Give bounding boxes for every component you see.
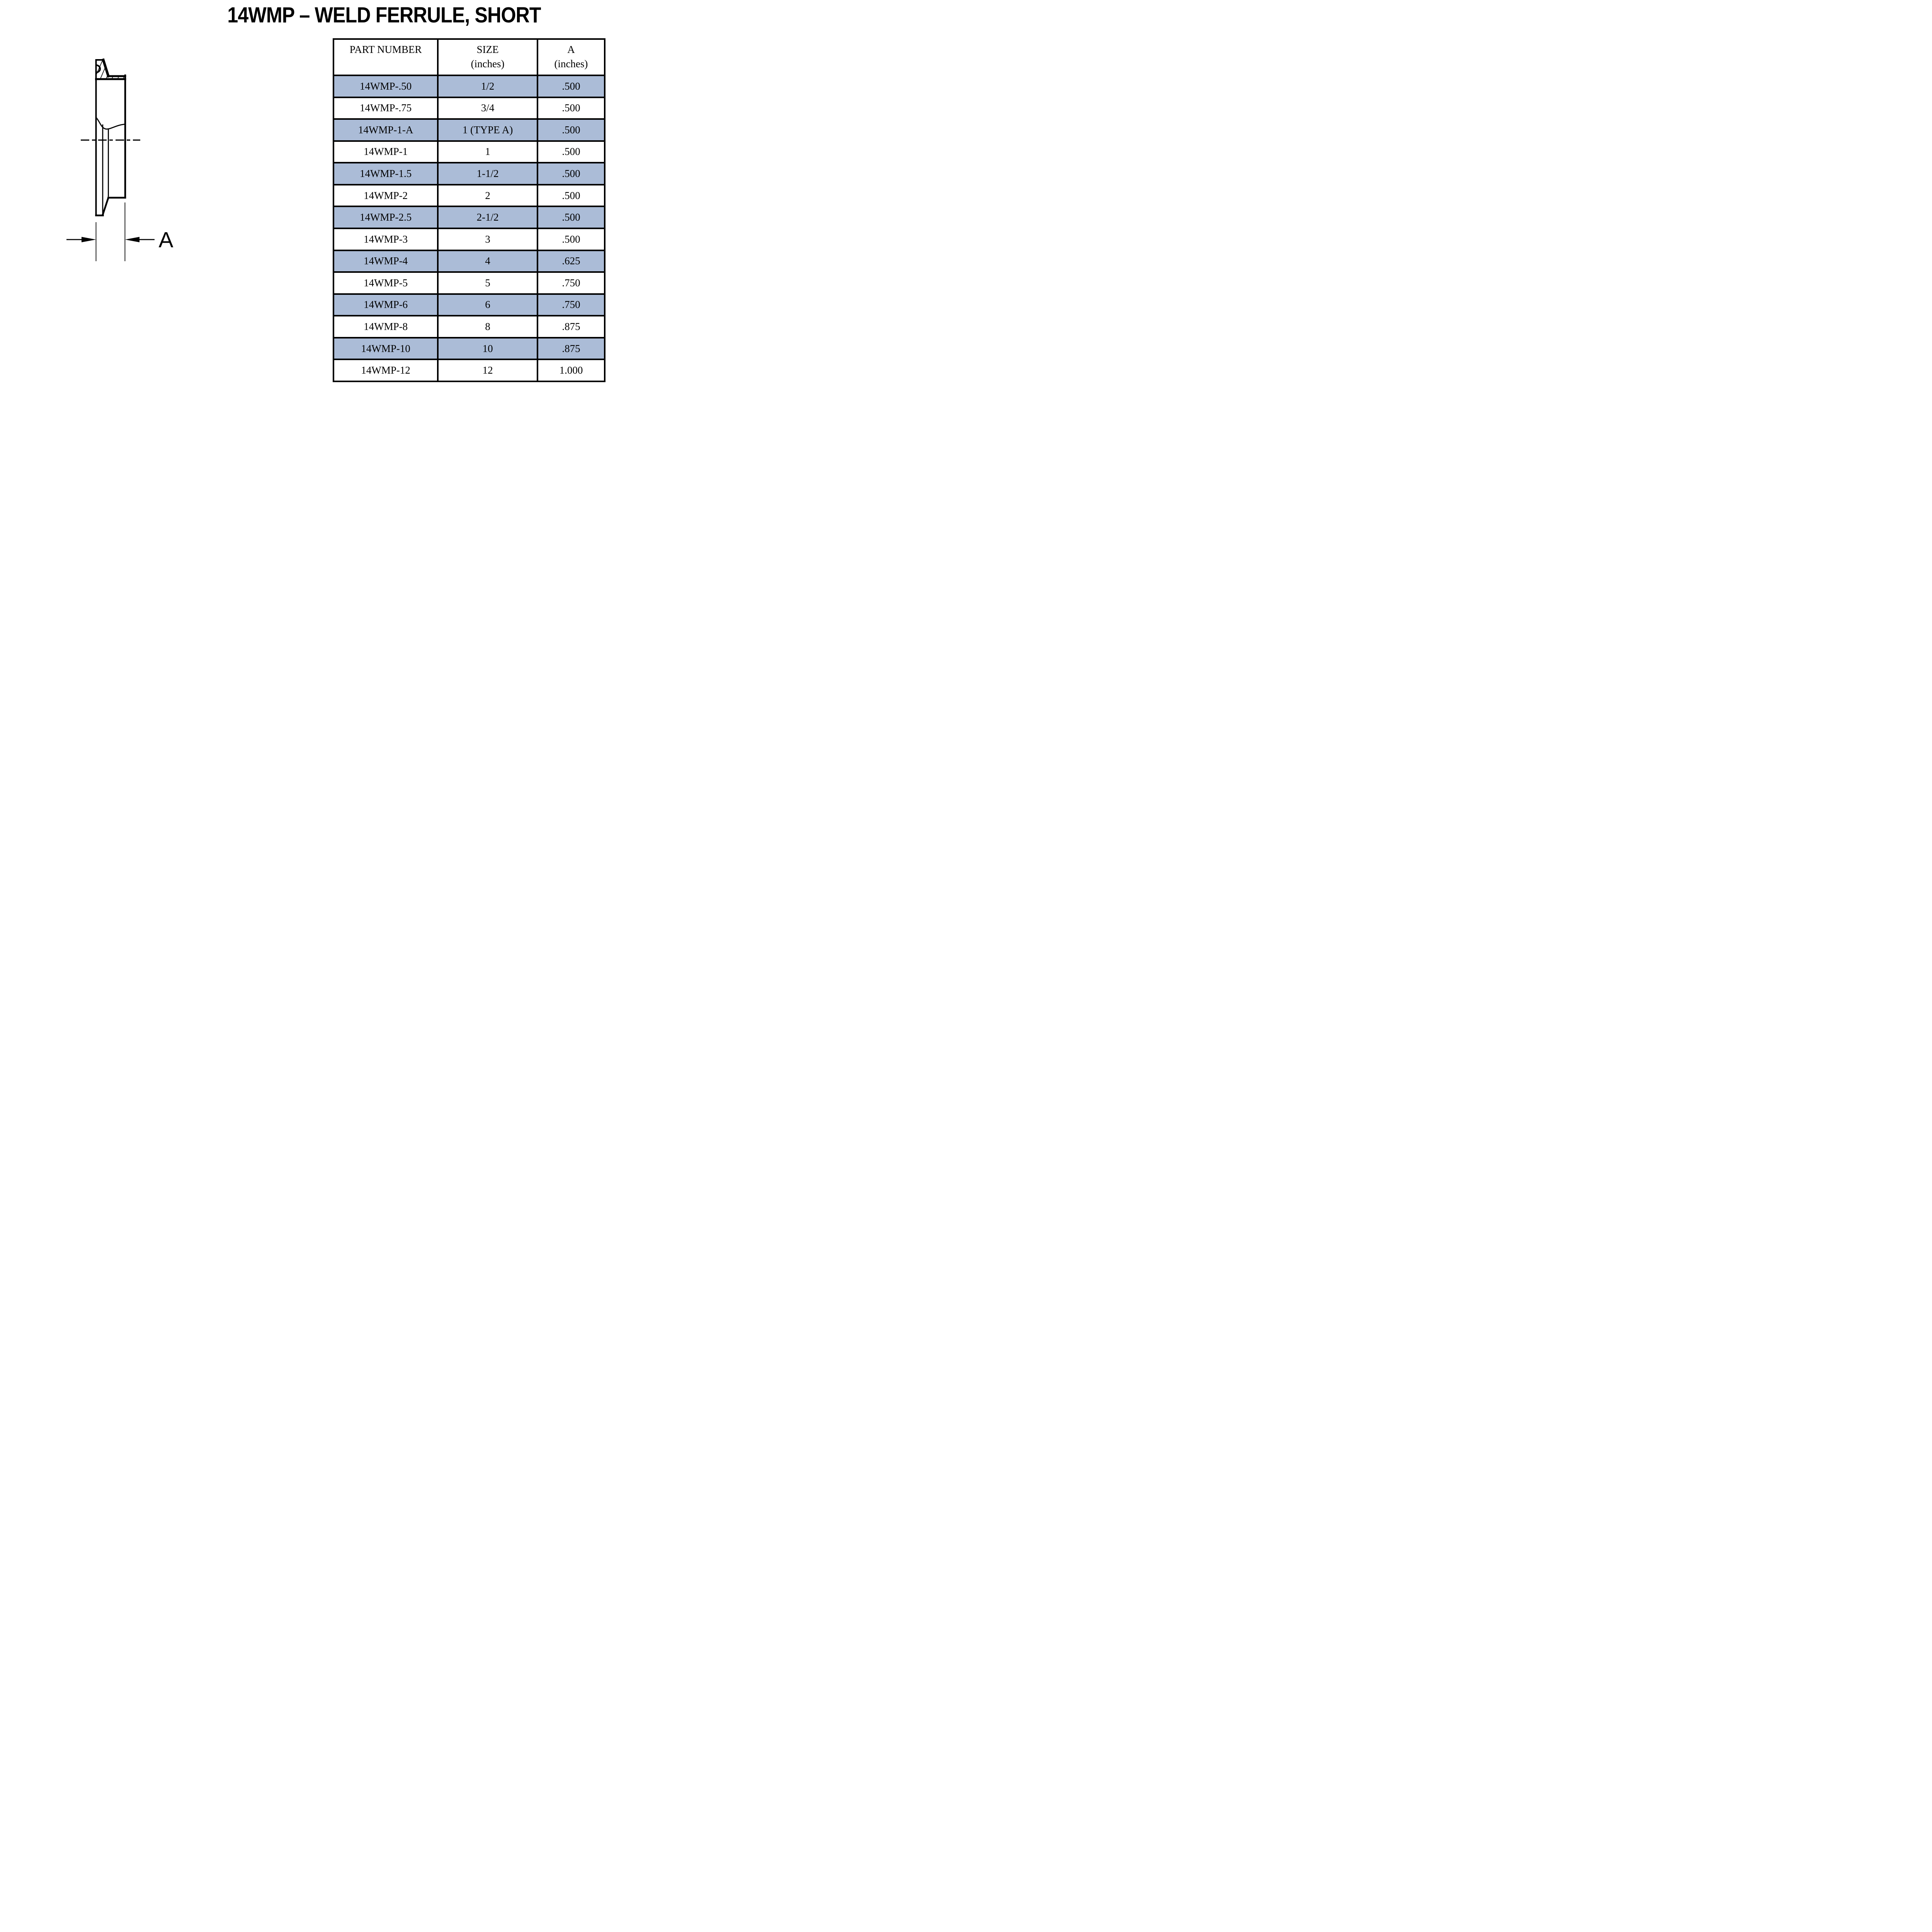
part-number-cell: 14WMP-10 [332, 337, 439, 361]
table-row: 14WMP-4 4 .625 [332, 249, 606, 273]
part-number-cell: 14WMP-8 [332, 315, 439, 338]
size-cell: 3/4 [437, 96, 538, 120]
ferrule-outline [95, 58, 126, 216]
table-row: 14WMP-10 10 .875 [332, 337, 606, 361]
part-number-cell: 14WMP-3 [332, 227, 439, 251]
part-number-cell: 14WMP-4 [332, 249, 439, 273]
a-dim-cell: .500 [536, 206, 606, 229]
table-header-row: PART NUMBER SIZE (inches) A (inches) [332, 38, 606, 76]
a-dim-cell: .500 [536, 96, 606, 120]
size-cell: 1-1/2 [437, 162, 538, 185]
col-header-a: A (inches) [536, 38, 606, 76]
a-dim-cell: .750 [536, 293, 606, 317]
ferrule-cross-section-diagram: A [66, 58, 173, 261]
size-cell: 1 (TYPE A) [437, 118, 538, 142]
part-number-cell: 14WMP-2 [332, 184, 439, 207]
a-dim-cell: .875 [536, 315, 606, 338]
size-cell: 1/2 [437, 75, 538, 98]
table-row: 14WMP-8 8 .875 [332, 315, 606, 338]
part-number-cell: 14WMP-1-A [332, 118, 439, 142]
dimension-arrows [66, 237, 155, 242]
part-number-cell: 14WMP-.50 [332, 75, 439, 98]
table-row: 14WMP-2.5 2-1/2 .500 [332, 206, 606, 229]
page-title: 14WMP – WELD FERRULE, SHORT [206, 2, 541, 28]
table-row: 14WMP-.50 1/2 .500 [332, 75, 606, 98]
table-row: 14WMP-6 6 .750 [332, 293, 606, 317]
size-cell: 5 [437, 271, 538, 295]
table-row: 14WMP-1 1 .500 [332, 140, 606, 164]
size-cell: 12 [437, 359, 538, 382]
a-dim-cell: .500 [536, 140, 606, 164]
a-dim-cell: .500 [536, 184, 606, 207]
a-dim-cell: .500 [536, 75, 606, 98]
a-dim-cell: 1.000 [536, 359, 606, 382]
size-cell: 8 [437, 315, 538, 338]
a-dim-cell: .750 [536, 271, 606, 295]
a-dim-cell: .500 [536, 227, 606, 251]
table-row: 14WMP-.75 3/4 .500 [332, 96, 606, 120]
part-number-cell: 14WMP-.75 [332, 96, 439, 120]
size-spec-table: PART NUMBER SIZE (inches) A (inches) 14W… [332, 38, 606, 382]
a-dim-cell: .500 [536, 162, 606, 185]
col-header-size: SIZE (inches) [437, 38, 538, 76]
extension-lines [95, 202, 126, 261]
table-row: 14WMP-12 12 1.000 [332, 359, 606, 382]
spec-sheet-page: { "title": "14WMP – WELD FERRULE, SHORT"… [0, 0, 606, 390]
table-row: 14WMP-5 5 .750 [332, 271, 606, 295]
table-row: 14WMP-2 2 .500 [332, 184, 606, 207]
col-header-part-number: PART NUMBER [332, 38, 439, 76]
dimension-label-a: A [158, 228, 173, 252]
a-dim-cell: .625 [536, 249, 606, 273]
table-row: 14WMP-1-A 1 (TYPE A) .500 [332, 118, 606, 142]
size-cell: 10 [437, 337, 538, 361]
part-number-cell: 14WMP-1 [332, 140, 439, 164]
groove-arc [96, 64, 101, 73]
part-number-cell: 14WMP-1.5 [332, 162, 439, 185]
break-line [95, 117, 126, 214]
table-row: 14WMP-1.5 1-1/2 .500 [332, 162, 606, 185]
size-cell: 4 [437, 249, 538, 273]
table-row: 14WMP-3 3 .500 [332, 227, 606, 251]
part-number-cell: 14WMP-5 [332, 271, 439, 295]
a-dim-cell: .500 [536, 118, 606, 142]
size-cell: 2 [437, 184, 538, 207]
size-cell: 1 [437, 140, 538, 164]
page-title-text: 14WMP – WELD FERRULE, SHORT [227, 3, 541, 27]
size-cell: 6 [437, 293, 538, 317]
part-number-cell: 14WMP-2.5 [332, 206, 439, 229]
size-cell: 2-1/2 [437, 206, 538, 229]
a-dim-cell: .875 [536, 337, 606, 361]
part-number-cell: 14WMP-12 [332, 359, 439, 382]
size-cell: 3 [437, 227, 538, 251]
part-number-cell: 14WMP-6 [332, 293, 439, 317]
